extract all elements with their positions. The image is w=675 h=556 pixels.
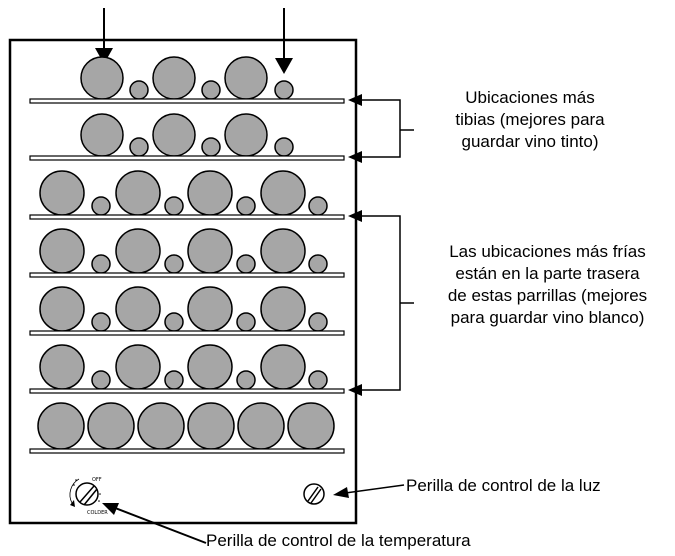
- bottle-small: [91, 254, 111, 274]
- cold-zone-bracket: [348, 210, 414, 396]
- cold-zone-callout-line: para guardar vino blanco): [450, 308, 645, 327]
- bottle-large: [115, 344, 161, 390]
- shelf: [29, 330, 345, 336]
- dial-off-label: OFF: [92, 477, 102, 483]
- temperature-dial-icon: OFF COLDER: [69, 477, 108, 516]
- cold-zone-callout-line: de estas parrillas (mejores: [447, 286, 648, 305]
- bottle-small: [201, 137, 221, 157]
- bottle-large: [187, 402, 235, 450]
- bottle-large: [115, 228, 161, 274]
- bottle-large: [187, 170, 233, 216]
- bottle-large: [115, 286, 161, 332]
- bottle-small: [164, 254, 184, 274]
- bottle-small: [236, 370, 256, 390]
- shelf: [29, 272, 345, 278]
- slotted-knob-icon: [303, 483, 325, 505]
- bottle-small: [129, 80, 149, 100]
- bottle-small: [308, 196, 328, 216]
- temperature-knob-arrow-head: [102, 503, 119, 515]
- bottle-large: [260, 170, 306, 216]
- shelves-and-bottles: [29, 56, 345, 454]
- top-arrow-right-head: [275, 58, 293, 74]
- bottle-small: [164, 312, 184, 332]
- bottle-large: [260, 344, 306, 390]
- bottle-small: [164, 196, 184, 216]
- bottle-small: [164, 370, 184, 390]
- cold-zone-callout-line: Las ubicaciones más frías: [449, 242, 646, 261]
- cold-zone-callout: Las ubicaciones más frías están en la pa…: [420, 241, 675, 329]
- temperature-knob-arrow: [109, 505, 207, 544]
- bottle-large: [224, 56, 268, 100]
- shelf: [29, 388, 345, 394]
- warm-zone-bracket: [348, 94, 414, 163]
- warm-zone-callout-line: guardar vino tinto): [461, 132, 599, 151]
- bottle-large: [187, 228, 233, 274]
- warm-zone-callout-line: tibias (mejores para: [455, 110, 605, 129]
- bottle-small: [308, 312, 328, 332]
- bottle-large: [39, 344, 85, 390]
- bottle-large: [187, 344, 233, 390]
- warm-zone-callout: Ubicaciones más tibias (mejores para gua…: [400, 87, 660, 153]
- light-knob-arrow: [337, 484, 405, 495]
- light-knob-arrow-head: [333, 487, 349, 498]
- bottle-small: [201, 80, 221, 100]
- bottle-small: [274, 137, 294, 157]
- bottle-large: [37, 402, 85, 450]
- bottle-large: [87, 402, 135, 450]
- bottle-large: [80, 56, 124, 100]
- bottle-small: [308, 370, 328, 390]
- shelf: [29, 155, 345, 161]
- bottle-large: [115, 170, 161, 216]
- bottle-large: [187, 286, 233, 332]
- bottle-large: [260, 286, 306, 332]
- bottle-large: [287, 402, 335, 450]
- warm-zone-callout-line: Ubicaciones más: [465, 88, 595, 107]
- bottle-large: [39, 286, 85, 332]
- bottle-large: [80, 113, 124, 157]
- temperature-knob-callout: Perilla de control de la temperatura: [206, 531, 471, 550]
- bottle-large: [39, 170, 85, 216]
- bottle-large: [137, 402, 185, 450]
- bottle-small: [236, 196, 256, 216]
- bottle-small: [236, 254, 256, 274]
- bottle-small: [274, 80, 294, 100]
- bottle-large: [224, 113, 268, 157]
- bottle-small: [308, 254, 328, 274]
- bottle-large: [260, 228, 306, 274]
- bottle-large: [152, 56, 196, 100]
- shelf: [29, 214, 345, 220]
- bottle-small: [129, 137, 149, 157]
- cold-zone-callout-line: están en la parte trasera: [455, 264, 640, 283]
- bottle-large: [152, 113, 196, 157]
- shelf: [29, 98, 345, 104]
- dial-colder-label: COLDER: [87, 510, 108, 516]
- bottle-small: [91, 196, 111, 216]
- light-knob-callout: Perilla de control de la luz: [406, 476, 601, 495]
- bottle-large: [39, 228, 85, 274]
- shelf: [29, 448, 345, 454]
- bottle-small: [91, 312, 111, 332]
- top-arrow-left-head: [95, 48, 113, 64]
- bottle-large: [237, 402, 285, 450]
- bottle-small: [236, 312, 256, 332]
- bottle-small: [91, 370, 111, 390]
